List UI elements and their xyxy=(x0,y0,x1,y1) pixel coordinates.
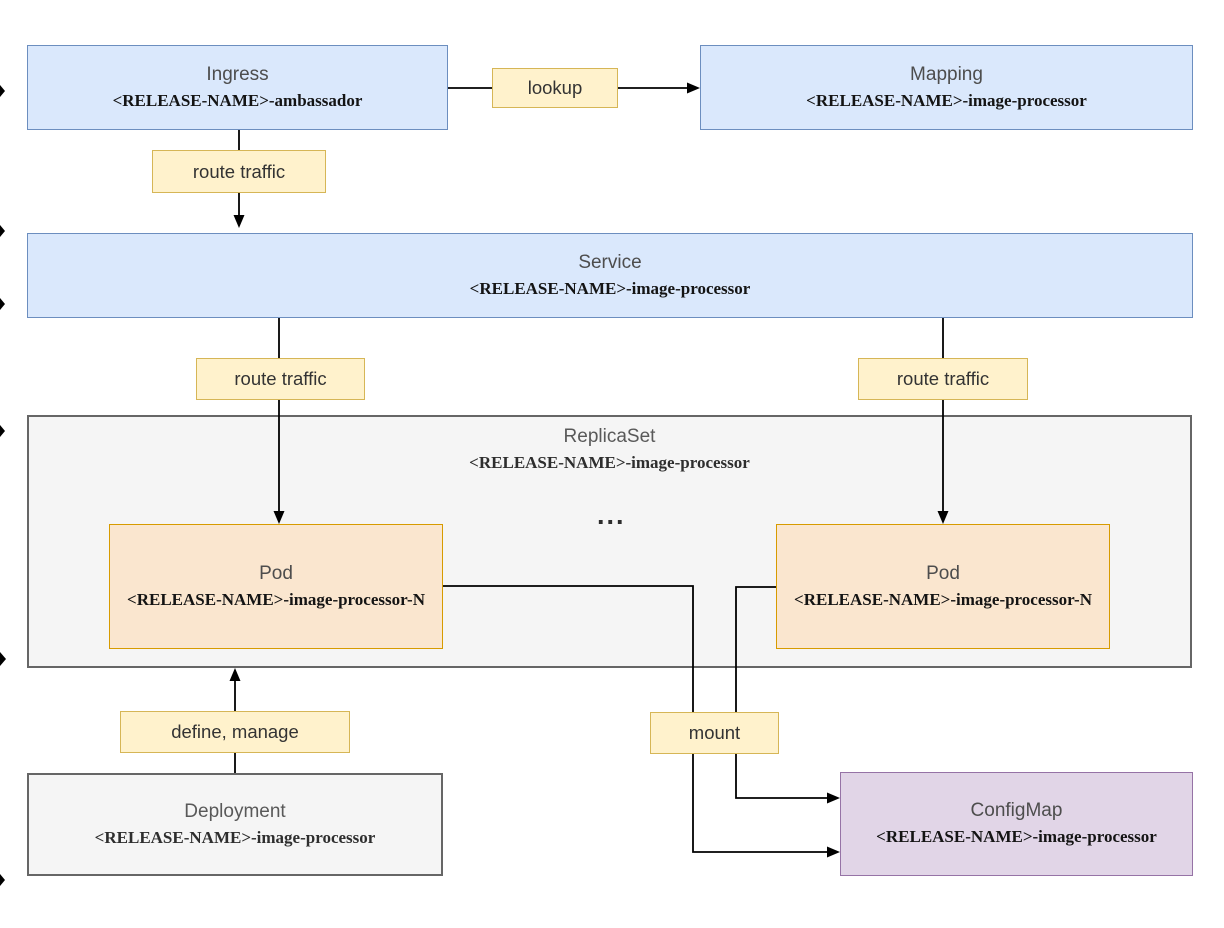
configmap-node: ConfigMap <RELEASE-NAME>-image-processor xyxy=(840,772,1193,876)
pod-left-subtitle: <RELEASE-NAME>-image-processor-N xyxy=(127,589,425,609)
more-pods-ellipsis: ... xyxy=(597,500,626,530)
ingress-node: Ingress <RELEASE-NAME>-ambassador xyxy=(27,45,448,130)
mapping-node: Mapping <RELEASE-NAME>-image-processor xyxy=(700,45,1193,130)
mapping-subtitle: <RELEASE-NAME>-image-processor xyxy=(806,90,1087,110)
replicaset-subtitle: <RELEASE-NAME>-image-processor xyxy=(469,452,750,472)
service-subtitle: <RELEASE-NAME>-image-processor xyxy=(469,278,751,298)
service-title: Service xyxy=(578,251,642,273)
ingress-title: Ingress xyxy=(206,63,269,85)
edge-label-define-manage: define, manage xyxy=(120,711,350,753)
pod-left-node: Pod <RELEASE-NAME>-image-processor-N xyxy=(109,524,443,649)
pod-right-subtitle: <RELEASE-NAME>-image-processor-N xyxy=(794,589,1092,609)
deployment-subtitle: <RELEASE-NAME>-image-processor xyxy=(94,827,376,847)
service-node: Service <RELEASE-NAME>-image-processor xyxy=(27,233,1193,318)
edge-label-lookup: lookup xyxy=(492,68,618,108)
left-edge-clipped-marks xyxy=(0,85,6,886)
pod-right-title: Pod xyxy=(926,562,960,584)
pod-right-node: Pod <RELEASE-NAME>-image-processor-N xyxy=(776,524,1110,649)
deployment-node: Deployment <RELEASE-NAME>-image-processo… xyxy=(27,773,443,876)
replicaset-title: ReplicaSet xyxy=(563,426,656,447)
edge-label-mount: mount xyxy=(650,712,779,754)
edge-label-route-traffic-left: route traffic xyxy=(196,358,365,400)
configmap-subtitle: <RELEASE-NAME>-image-processor xyxy=(876,827,1157,847)
pod-left-title: Pod xyxy=(259,562,293,584)
deployment-title: Deployment xyxy=(184,800,286,822)
mapping-title: Mapping xyxy=(910,63,983,85)
edge-label-route-traffic-right: route traffic xyxy=(858,358,1028,400)
edge-label-route-traffic-ingress: route traffic xyxy=(152,150,326,193)
configmap-title: ConfigMap xyxy=(970,800,1063,822)
ingress-subtitle: <RELEASE-NAME>-ambassador xyxy=(112,90,363,110)
